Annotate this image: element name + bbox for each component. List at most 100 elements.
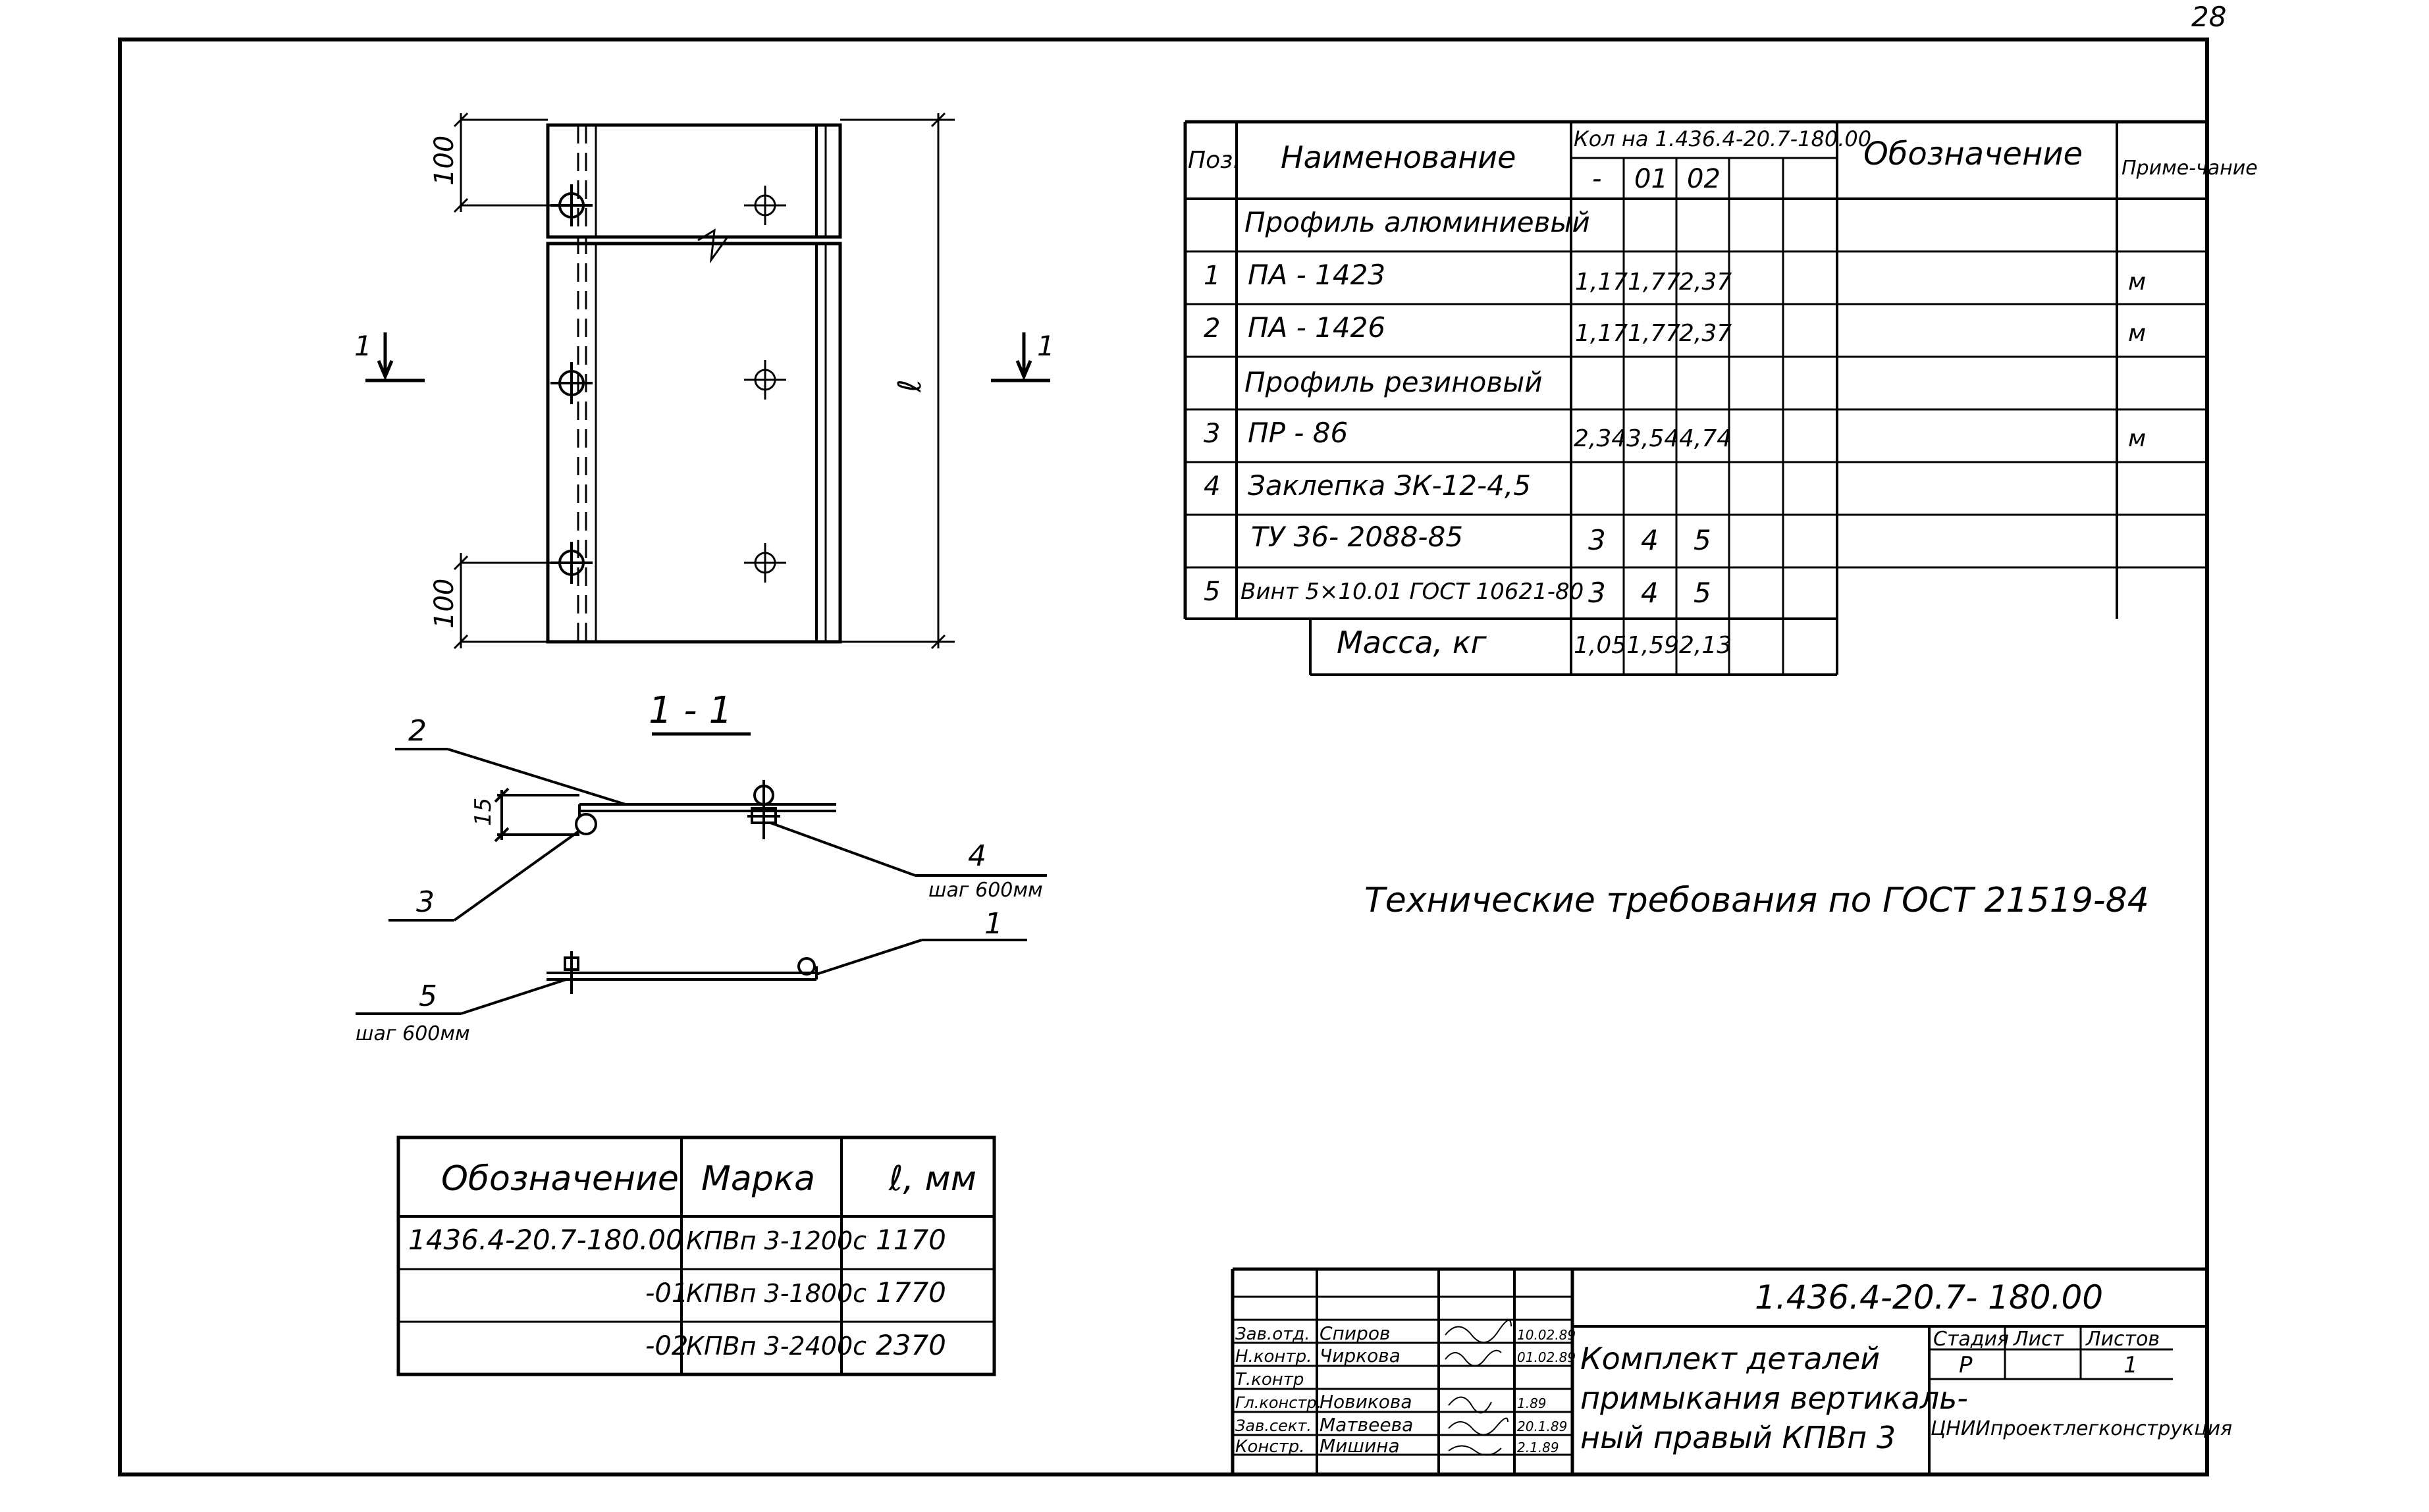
row-q0: 1,17 [1575,320,1628,347]
marks-length: 1170 [876,1224,946,1256]
row-q2: 2,37 [1679,269,1732,296]
row-name: ТУ 36- 2088-85 [1251,521,1463,553]
section-view: 1 - 1 15 2 3 4 шаг [356,689,1047,1045]
table-row: 4 Заклепка ЗК-12-4,5 [1204,469,1531,502]
row-q2: 4,74 [1679,425,1732,452]
marks-mark: КПВп 3-1800с [686,1279,867,1308]
sheets-value: 1 [2123,1352,2138,1378]
marks-designation: -01 [645,1278,688,1309]
list-item: Т.контр [1235,1370,1304,1390]
marks-mark: КПВп 3-2400с [686,1332,867,1361]
spec-header-qty-1: 01 [1634,164,1668,194]
title-line-1: Комплект деталей [1580,1341,1880,1376]
list-item: Гл.констр. Новикова 1.89 [1235,1391,1547,1413]
staff-role: Т.контр [1235,1370,1304,1390]
staff-name: Чиркова [1320,1345,1401,1367]
marks-mark: КПВп 3-1200с [686,1226,867,1255]
tech-requirements: Технические требования по ГОСТ 21519-84 [1364,881,2149,920]
mass-row: Масса, кг 1,05 1,59 2,13 [1337,625,1732,660]
list-item: Зав.отд. Спиров 10.02.89 [1235,1322,1576,1344]
row-name: Профиль резиновый [1244,366,1543,398]
marks-header-length: ℓ, мм [888,1159,976,1199]
signatures [1445,1319,1512,1456]
table-row: 3 ПР - 86 2,34 3,54 4,74 м [1204,417,2146,452]
plan-view: 100 100 ℓ 1 1 [354,112,1055,650]
sheet-label: Лист [2013,1328,2065,1351]
dim-bottom-100: 100 [429,579,460,629]
staff-date: 01.02.89 [1517,1349,1576,1365]
spec-header-qty-0: - [1592,164,1601,194]
row-q0: 3 [1588,524,1606,556]
spec-rows: Профиль алюминиевый 1 ПА - 1423 1,17 1,7… [1204,206,2146,660]
marks-header-designation: Обозначение [441,1159,679,1199]
callout-4: 4 [968,839,986,873]
title-line-2: примыкания вертикаль- [1580,1380,1968,1416]
marks-designation: -02 [645,1331,688,1361]
row-name: Заклепка ЗК-12-4,5 [1248,469,1531,502]
callout-4-note: шаг 600мм [928,879,1043,902]
spec-header-name: Наименование [1281,140,1516,175]
staff-role: Зав.сект. [1235,1417,1312,1435]
stage-label: Стадия [1933,1328,2009,1351]
row-q1: 3,54 [1626,425,1679,452]
marks-length: 1770 [876,1276,946,1309]
doc-code: 1.436.4-20.7- 180.00 [1755,1278,2103,1316]
staff-role: Констр. [1235,1437,1305,1457]
staff-name: Спиров [1320,1322,1390,1344]
marks-table [396,1135,996,1376]
list-item: Зав.сект. Матвеева 20.1.89 [1235,1414,1567,1436]
dim-15: 15 [470,798,496,826]
spec-header-designation: Обозначение [1863,136,2083,172]
row-pos: 1 [1204,261,1220,291]
row-q0: 3 [1588,577,1606,609]
staff-date: 2.1.89 [1517,1440,1559,1455]
row-pos: 5 [1204,577,1220,607]
marks-header-mark: Марка [701,1159,815,1199]
row-q2: 2,37 [1679,320,1732,347]
sheet-frame [118,38,2209,1476]
staff-date: 10.02.89 [1517,1327,1576,1343]
organization: ЦНИИпроектлегконструкция [1931,1417,2232,1440]
row-pos: 3 [1204,419,1220,449]
marks-designation: 1436.4-20.7-180.00 [408,1224,683,1256]
spec-header-qty-group: Кол на 1.436.4-20.7-180.00 [1574,126,1871,151]
row-q2: 5 [1694,524,1711,556]
sheet-number: 28 [2191,1,2226,33]
callout-1: 1 [984,907,1003,941]
row-pos: 4 [1204,471,1220,502]
row-note: м [2128,320,2146,347]
table-row: 2 ПА - 1426 1,17 1,77 2,37 м [1204,311,2146,347]
callout-3: 3 [416,885,435,919]
row-name: Винт 5×10.01 ГОСТ 10621-80 [1241,579,1584,605]
staff-date: 20.1.89 [1517,1419,1567,1434]
row-note: м [2128,425,2146,452]
table-row: 1 ПА - 1423 1,17 1,77 2,37 м [1204,259,2146,296]
table-row: 5 Винт 5×10.01 ГОСТ 10621-80 3 4 5 [1204,577,1711,609]
marks-length: 2370 [876,1329,946,1361]
row-q1: 4 [1641,577,1659,609]
callout-2: 2 [408,714,427,748]
row-q1: 1,77 [1628,320,1680,347]
row-q1: 4 [1641,524,1659,556]
table-row: -02 КПВп 3-2400с 2370 [645,1329,946,1361]
title-line-3: ный правый КПВп 3 [1580,1420,1896,1455]
staff-name: Новикова [1320,1391,1412,1413]
spec-header-note: Приме-чание [2122,157,2258,180]
mass-q2: 2,13 [1679,632,1732,659]
section-title: 1 - 1 [649,689,732,732]
mass-label: Масса, кг [1337,625,1487,660]
section-mark-right: 1 [1037,330,1055,362]
list-item: Констр. Мишина 2.1.89 [1235,1435,1559,1457]
staff-role: Гл.констр. [1235,1394,1321,1412]
row-pos: 2 [1204,313,1220,344]
title-block [1231,1267,2207,1474]
spec-header-qty-2: 02 [1687,164,1721,194]
callout-5-note: шаг 600мм [356,1022,470,1045]
row-q2: 5 [1694,577,1711,609]
staff-name: Матвеева [1320,1414,1413,1436]
spec-table [1183,120,2207,676]
table-row: ТУ 36- 2088-85 3 4 5 [1251,521,1711,556]
table-row: -01 КПВп 3-1800с 1770 [645,1276,946,1309]
staff-rows: Зав.отд. Спиров 10.02.89 Н.контр. Чирков… [1235,1322,1576,1457]
